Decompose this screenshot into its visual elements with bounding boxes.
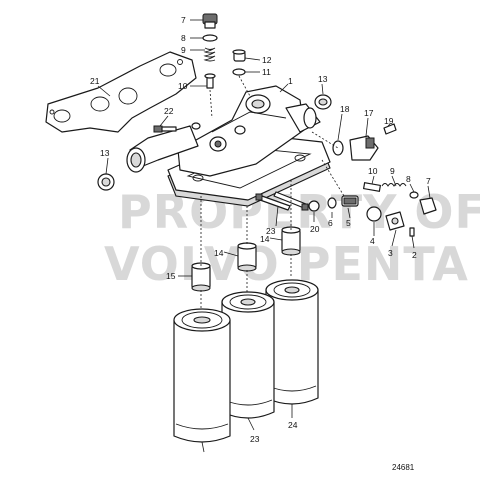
callout-18: 19 (384, 116, 394, 126)
callout-6: 6 (328, 218, 333, 228)
callout-2: 2 (412, 250, 417, 260)
right-valve-stack (321, 159, 437, 237)
callout-19: 20 (310, 224, 320, 234)
callout-22: 23 (266, 226, 276, 236)
callout-23-right: 24 (288, 420, 298, 430)
top-plug-stack (232, 49, 251, 97)
filter-bracket-housing (126, 85, 331, 207)
callout-21: 22 (164, 106, 174, 116)
callout-1: 1 (288, 76, 293, 86)
callout-9-top: 9 (181, 45, 186, 55)
callout-20: 21 (90, 76, 100, 86)
nipple-14-right (281, 226, 301, 256)
callout-14-right: 14 (260, 234, 270, 244)
washer-19 (308, 200, 320, 212)
callout-15: 15 (166, 271, 176, 281)
callout-9-right: 9 (390, 166, 395, 176)
bolts-22 (255, 191, 309, 211)
callout-7-top: 7 (181, 15, 186, 25)
callout-labels: 7 8 9 10 12 11 1 21 13 13 22 18 17 19 10… (90, 15, 431, 444)
nipple-14-left (237, 242, 257, 272)
callout-13-upper: 13 (318, 74, 328, 84)
sensor-group (311, 123, 397, 161)
plug-left (97, 173, 115, 191)
callout-11: 11 (262, 67, 271, 77)
callout-7-right: 7 (426, 176, 431, 186)
callout-17: 18 (340, 104, 350, 114)
oil-filter-right (265, 279, 319, 405)
callout-16: 17 (364, 108, 374, 118)
plug-upper-right (314, 94, 332, 110)
callout-12: 12 (262, 55, 272, 65)
callout-10-top: 10 (178, 81, 188, 91)
leader-lines (97, 19, 431, 453)
oil-filter-left (173, 308, 231, 443)
callout-3: 3 (388, 248, 393, 258)
callout-23-middle: 23 (250, 434, 260, 444)
bolt-21 (153, 125, 177, 133)
callout-13-left: 13 (100, 148, 110, 158)
callout-10-right: 10 (368, 166, 378, 176)
callout-14-left: 14 (214, 248, 224, 258)
callout-4: 4 (370, 236, 375, 246)
gasket-plate (45, 51, 197, 133)
callout-8-right: 8 (406, 174, 411, 184)
callout-5: 5 (346, 218, 351, 228)
nipple-15 (191, 262, 211, 292)
callout-8-top: 8 (181, 33, 186, 43)
top-relief-valve-stack (202, 13, 218, 119)
drawing-number: 24681 (392, 463, 415, 472)
